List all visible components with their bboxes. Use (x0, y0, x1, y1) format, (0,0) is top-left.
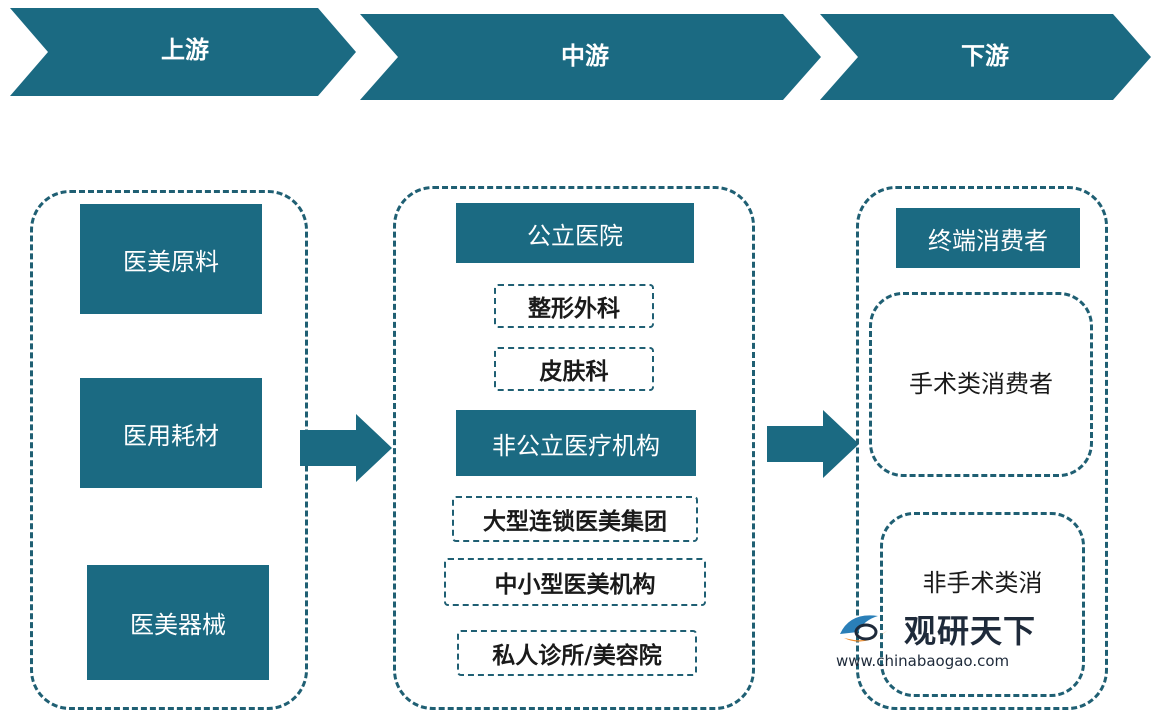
midstream-public-item-plastic-surgery: 整形外科 (494, 284, 654, 328)
midstream-label: 中游 (561, 41, 609, 70)
upstream-chevron (10, 8, 356, 96)
downstream-surgical-label: 手术类消费者 (909, 370, 1053, 398)
midstream-private-item-large-chain: 大型连锁医美集团 (452, 496, 698, 542)
midstream-public-header: 公立医院 (456, 203, 694, 263)
midstream-private-header: 非公立医疗机构 (456, 410, 696, 476)
midstream-chevron (360, 14, 821, 100)
upstream-item-consumables: 医用耗材 (80, 378, 262, 488)
downstream-surgical-consumers: 手术类消费者 (869, 292, 1093, 477)
downstream-non-surgical-consumers: 非手术类消 (880, 512, 1085, 697)
upstream-item-devices: 医美器械 (87, 565, 269, 680)
downstream-group (856, 186, 1108, 710)
upstream-item-raw-materials: 医美原料 (80, 204, 262, 314)
downstream-non-surgical-label: 非手术类消 (922, 569, 1043, 597)
downstream-label: 下游 (961, 41, 1009, 70)
arrow-right-icon (767, 410, 859, 478)
downstream-chevron (820, 14, 1151, 100)
arrow-right-icon (300, 414, 392, 482)
watermark-name: 观研天下 (904, 612, 1037, 650)
chinabaogao-logo-icon (840, 615, 888, 642)
midstream-public-item-dermatology: 皮肤科 (494, 347, 654, 391)
upstream-label: 上游 (161, 35, 209, 64)
downstream-header: 终端消费者 (896, 208, 1080, 268)
midstream-private-item-small-medium: 中小型医美机构 (444, 558, 706, 606)
watermark-url: www.chinabaogao.com (836, 652, 1010, 670)
midstream-group (393, 186, 755, 710)
midstream-private-item-clinics: 私人诊所/美容院 (457, 630, 697, 676)
